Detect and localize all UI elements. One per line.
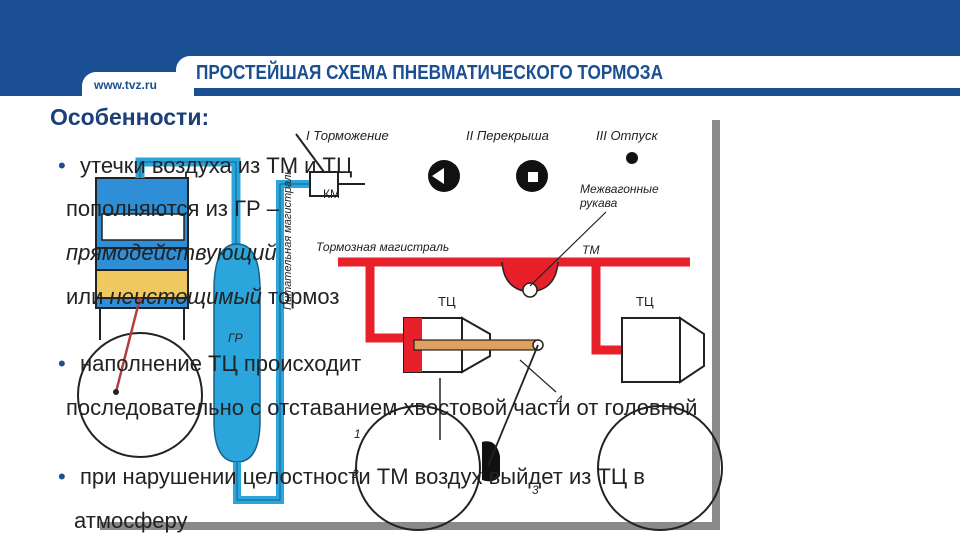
- logo-tab: [82, 72, 194, 100]
- label-n2: 2: [352, 467, 359, 481]
- main-reservoir: [213, 243, 261, 463]
- bullet-1-line-2: пополняются из ГР –: [66, 196, 280, 221]
- brake-cylinder-right: [621, 317, 681, 383]
- site-logo[interactable]: www.tvz.ru: [94, 78, 157, 92]
- title-bar: [176, 56, 960, 88]
- bullet-3-marker: •: [58, 464, 66, 489]
- connecting-rod: [114, 297, 142, 393]
- compressor-valve-block: [101, 213, 185, 241]
- pointer-4: [519, 359, 557, 393]
- position-braking-mark: [432, 168, 444, 184]
- bullet-2-marker: •: [58, 351, 66, 376]
- compressor-body: [95, 247, 189, 271]
- position-release-icon: [626, 152, 638, 164]
- brake-cylinder-left-pressure: [404, 318, 422, 372]
- label-tm: ТМ: [582, 243, 600, 257]
- label-km: КМ: [323, 187, 340, 201]
- bullet-1-line-4-prefix: или: [66, 284, 110, 309]
- bullet-1-line-1: утечки воздуха из ТМ и ТЦ: [80, 153, 353, 178]
- compressor-band: [95, 269, 189, 299]
- label-tc-left: ТЦ: [438, 294, 456, 309]
- label-lap: II Перекрыша: [466, 128, 549, 143]
- label-brake-line: Тормозная магистраль: [316, 240, 450, 254]
- bullet-1-line-3: прямодействующий: [66, 240, 277, 265]
- diagram-paper: [92, 112, 712, 522]
- compressor-lower: [95, 297, 189, 309]
- position-lap-mark: [528, 172, 538, 182]
- compressor-flywheel: [77, 332, 203, 458]
- bullet-1-line-4: или неистощимый тормоз: [66, 283, 340, 311]
- page-title: ПРОСТЕЙШАЯ СХЕМА ПНЕВМАТИЧЕСКОГО ТОРМОЗА: [196, 62, 663, 84]
- bullet-1-marker: •: [58, 153, 66, 178]
- wheel-right: [597, 405, 723, 531]
- label-hoses: Межвагонные рукава: [580, 182, 659, 210]
- label-release: III Отпуск: [596, 128, 658, 143]
- brake-cylinder-right-cone: [679, 316, 705, 384]
- features-heading: Особенности:: [50, 104, 210, 130]
- label-n4: 4: [556, 393, 563, 407]
- bullet-1-line-4-italic: неистощимый: [109, 284, 262, 309]
- brake-line-branch-right: [591, 262, 626, 355]
- feed-line-pipe-edge: [236, 183, 312, 501]
- brake-lever: [487, 344, 539, 467]
- bullet-3-line-1: при нарушении целостности ТМ воздух выйд…: [80, 464, 645, 489]
- brake-shoe: [482, 441, 500, 482]
- label-gr: ГР: [228, 331, 243, 345]
- label-braking: I Торможение: [306, 128, 389, 143]
- crank-pin: [113, 389, 119, 395]
- drivers-valve-handle: [295, 133, 325, 173]
- bullet-3-line-2: атмосферу: [74, 508, 188, 533]
- hose-coupling: [522, 282, 538, 298]
- bullet-1-line-4-suffix: тормоз: [261, 284, 340, 309]
- wheel-left: [355, 405, 481, 531]
- compressor-outlet-pipe-edge: [139, 161, 237, 250]
- hoses-pointer: [529, 211, 607, 287]
- label-tc-right: ТЦ: [636, 294, 654, 309]
- bullet-2-line-1: наполнение ТЦ происходит: [80, 351, 362, 376]
- bullet-2-line-2: последовательно с отставанием хвостовой …: [66, 395, 698, 420]
- label-n1: 1: [354, 427, 361, 441]
- brake-line-branch-left: [365, 262, 406, 343]
- label-n3: 3: [532, 483, 539, 497]
